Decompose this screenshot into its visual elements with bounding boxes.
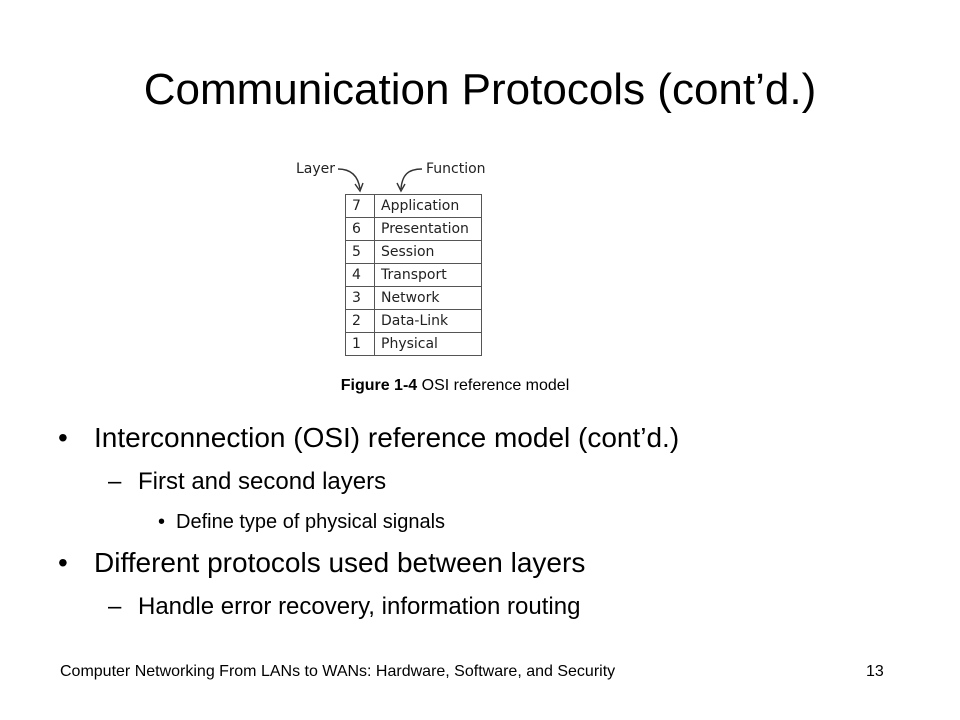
figure-caption: Figure 1-4 OSI reference model (0, 376, 910, 396)
layer-function: Physical (374, 332, 482, 356)
layer-function: Application (374, 194, 482, 218)
bullet-marker: • (58, 547, 68, 578)
layer-number: 2 (345, 309, 375, 333)
sub-sub-bullet-marker: • (158, 511, 166, 533)
layer-number: 5 (345, 240, 375, 264)
layer-label: Layer (296, 161, 336, 177)
figure-caption-number: Figure 1-4 (340, 377, 418, 394)
sub-bullet-marker: – (108, 593, 122, 620)
layer-number: 6 (345, 217, 375, 241)
slide-title: Communication Protocols (cont’d.) (143, 65, 817, 114)
sub-sub-bullet-text: Define type of physical signals (176, 511, 446, 533)
bullet-text: Interconnection (OSI) reference model (c… (94, 422, 680, 453)
page-number: 13 (866, 663, 884, 680)
layer-number: 1 (345, 332, 375, 356)
function-label: Function (426, 161, 486, 177)
slide-footer: Computer Networking From LANs to WANs: H… (60, 663, 616, 680)
sub-bullet-text: First and second layers (138, 468, 387, 495)
layer-function: Presentation (374, 217, 482, 241)
layer-function: Transport (374, 263, 482, 287)
figure-caption-text: OSI reference model (417, 377, 570, 394)
layer-number: 3 (345, 286, 375, 310)
figure-arrows (337, 168, 423, 193)
layer-function: Data-Link (374, 309, 482, 333)
sub-bullet-marker: – (108, 468, 122, 495)
bullet-text: Different protocols used between layers (94, 547, 586, 578)
layer-number: 7 (345, 194, 375, 218)
layer-function: Session (374, 240, 482, 264)
layer-number: 4 (345, 263, 375, 287)
sub-bullet-text: Handle error recovery, information routi… (138, 593, 581, 620)
bullet-marker: • (58, 422, 68, 453)
layer-function: Network (374, 286, 482, 310)
